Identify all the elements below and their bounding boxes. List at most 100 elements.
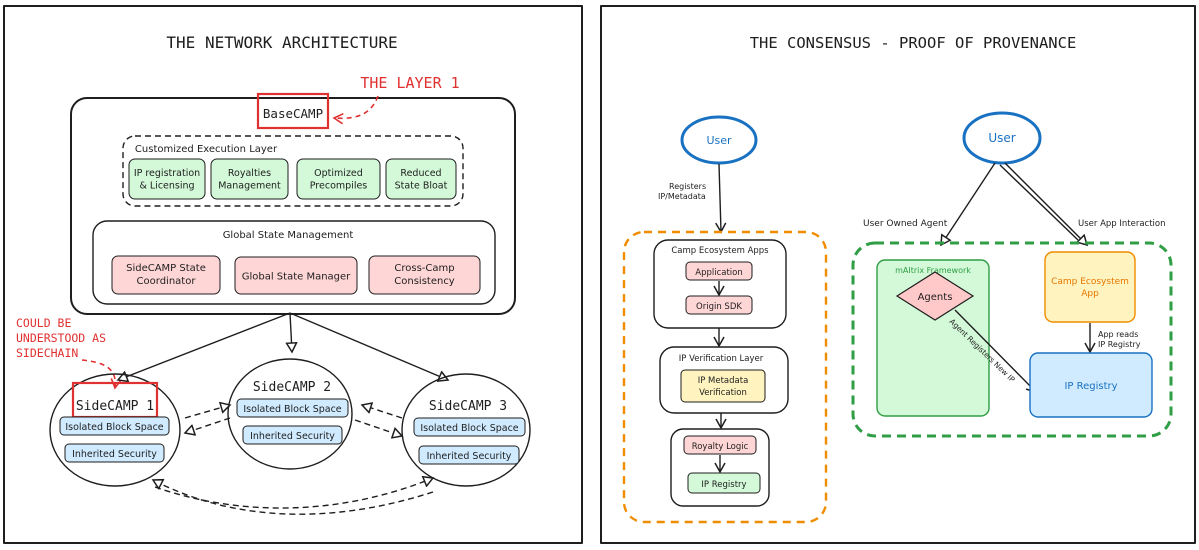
state-module-2-line-1: Global State Manager <box>242 272 351 283</box>
execution-module-2-line-2: Management <box>218 181 281 192</box>
sidechain-annotation-line-1: COULD BE <box>16 316 71 330</box>
camp-app-line-1: Camp Ecosystem <box>1051 277 1129 287</box>
user-right-node <box>962 111 1042 165</box>
right-panel-title: THE CONSENSUS - PROOF OF PROVENANCE <box>750 34 1077 52</box>
execution-module-4-line-2: State Bloat <box>395 181 448 192</box>
right-panel-frame <box>600 5 1196 544</box>
sidecamp-1-feature-2 <box>64 443 165 463</box>
left-panel-title: THE NETWORK ARCHITECTURE <box>166 33 397 52</box>
base-to-sidecamp2-arrow <box>290 312 292 352</box>
execution-module-1-line-2: & Licensing <box>139 181 194 192</box>
agent-ecosystem-container <box>851 241 1173 438</box>
execution-module-2-line-1: Royalties <box>228 168 271 179</box>
base-to-sidecamp3-arrow <box>289 312 448 380</box>
state-management-title: Global State Management <box>223 230 354 241</box>
ip-registry-small-label: IP Registry <box>701 480 746 490</box>
layer1-arrow <box>332 95 379 125</box>
sidecamp-2-feature-2 <box>242 425 343 445</box>
sidecamp2-to-1-arrow <box>185 417 231 433</box>
ecosystem-apps-title: Camp Ecosystem Apps <box>671 246 769 256</box>
state-module-3 <box>368 255 481 295</box>
app-reads-line-1: App reads <box>1098 330 1138 339</box>
user-to-camp-app-arrow-2 <box>999 164 1079 241</box>
sidecamp-3-title: SideCAMP 3 <box>429 399 507 414</box>
agents-label: Agents <box>918 292 953 303</box>
sidecamp-1-title: SideCAMP 1 <box>76 399 154 414</box>
user-left-label: User <box>706 134 732 147</box>
sidecamps: SideCAMP 1 Isolated Block SpaceInherited … <box>59 380 526 465</box>
sidecamp-3-feature-2-label: Inherited Security <box>427 451 512 462</box>
ip-registry-small-node <box>687 472 761 494</box>
framework-title: mAItrix Framework <box>895 266 971 275</box>
sidecamp-2-title: SideCAMP 2 <box>253 380 331 395</box>
execution-module-1 <box>128 158 206 200</box>
sidecamp-2-feature-1 <box>236 398 349 418</box>
app-reads-line-2: IP Registry <box>1098 340 1141 349</box>
user-owned-agent-label: User Owned Agent <box>863 219 948 229</box>
user-to-framework-arrow <box>941 162 996 245</box>
origin-sdk-label: Origin SDK <box>696 302 742 312</box>
sidechain-annotation-line-2: UNDERSTOOD AS <box>16 331 106 345</box>
sidecamp3-to-1-arrow <box>153 480 434 515</box>
sidecamp-1-feature-1 <box>59 416 170 436</box>
sidecamp-3-feature-1-label: Isolated Block Space <box>420 423 518 434</box>
verification-layer-title: IP Verification Layer <box>679 354 764 364</box>
execution-layer-title: Customized Execution Layer <box>135 144 278 155</box>
left-panel: THE NETWORK ARCHITECTURE BaseCAMP THE LA… <box>3 5 583 544</box>
execution-modules: IP registration & Licensing RoyaltiesManag… <box>128 158 457 200</box>
sidecamp-1-ellipse <box>49 373 181 487</box>
agent-to-registry-arrow <box>954 309 1038 394</box>
agents-diamond <box>895 271 975 321</box>
state-module-3-line-1: Cross-Camp <box>394 263 454 274</box>
sidecamp3-to-2-arrow <box>362 405 403 419</box>
sidecamp-2-feature-1-label: Isolated Block Space <box>243 404 341 415</box>
sidecamp1-to-3-arrow <box>154 478 433 509</box>
application-label: Application <box>695 268 743 278</box>
verification-layer-box <box>659 346 789 414</box>
user-app-interaction-label: User App Interaction <box>1078 219 1166 229</box>
execution-module-4 <box>385 158 457 200</box>
application-node <box>685 261 753 281</box>
ip-registry-node <box>1029 352 1153 418</box>
ip-registry-label: IP Registry <box>1064 381 1117 392</box>
user-left-node <box>680 115 758 165</box>
execution-module-3-line-2: Precompiles <box>310 181 368 192</box>
basecamp-label: BaseCAMP <box>263 106 323 121</box>
sidechain-annotation-line-3: SIDECHAIN <box>16 346 78 360</box>
layer1-annotation: THE LAYER 1 <box>360 74 459 92</box>
state-module-3-line-2: Consistency <box>394 276 455 287</box>
right-panel: THE CONSENSUS - PROOF OF PROVENANCE User… <box>600 5 1196 544</box>
execution-module-4-line-1: Reduced <box>400 168 441 179</box>
camp-app-line-2: App <box>1081 289 1099 299</box>
state-management-box <box>92 220 496 305</box>
metadata-verification-line-1: IP Metadata <box>698 376 749 386</box>
royalty-logic-label: Royalty Logic <box>692 442 749 452</box>
user-to-apps-arrow <box>715 163 727 234</box>
registers-label-line-1: Registers <box>669 182 706 191</box>
sidecamp-1-feature-2-label: Inherited Security <box>72 449 157 460</box>
execution-module-3-line-1: Optimized <box>314 168 363 179</box>
state-module-2 <box>234 256 358 295</box>
execution-module-1-line-1: IP registration <box>134 168 200 179</box>
state-module-1-line-2: Coordinator <box>137 276 197 287</box>
camp-app-node <box>1044 251 1136 323</box>
sidecamp-2-ellipse <box>227 358 353 470</box>
royalty-box <box>670 428 770 507</box>
sidecamp-3-feature-1 <box>413 417 526 437</box>
metadata-verification-line-2: Verification <box>699 388 747 398</box>
execution-module-2 <box>210 158 289 200</box>
user-right-label: User <box>988 131 1015 145</box>
royalty-logic-node <box>683 435 757 455</box>
origin-sdk-node <box>685 295 753 315</box>
user-to-camp-app-arrow <box>1004 162 1087 245</box>
left-panel-frame <box>3 5 583 544</box>
basecamp-highlight <box>256 92 330 130</box>
ecosystem-apps-box <box>653 239 787 329</box>
sidecamp-1-feature-1-label: Isolated Block Space <box>65 422 163 433</box>
registers-label-line-2: IP/Metadata <box>658 192 706 201</box>
sidecamp1-to-2-arrow <box>184 405 230 419</box>
base-to-sidecamp1-arrow <box>118 312 291 380</box>
state-module-1 <box>111 255 221 295</box>
